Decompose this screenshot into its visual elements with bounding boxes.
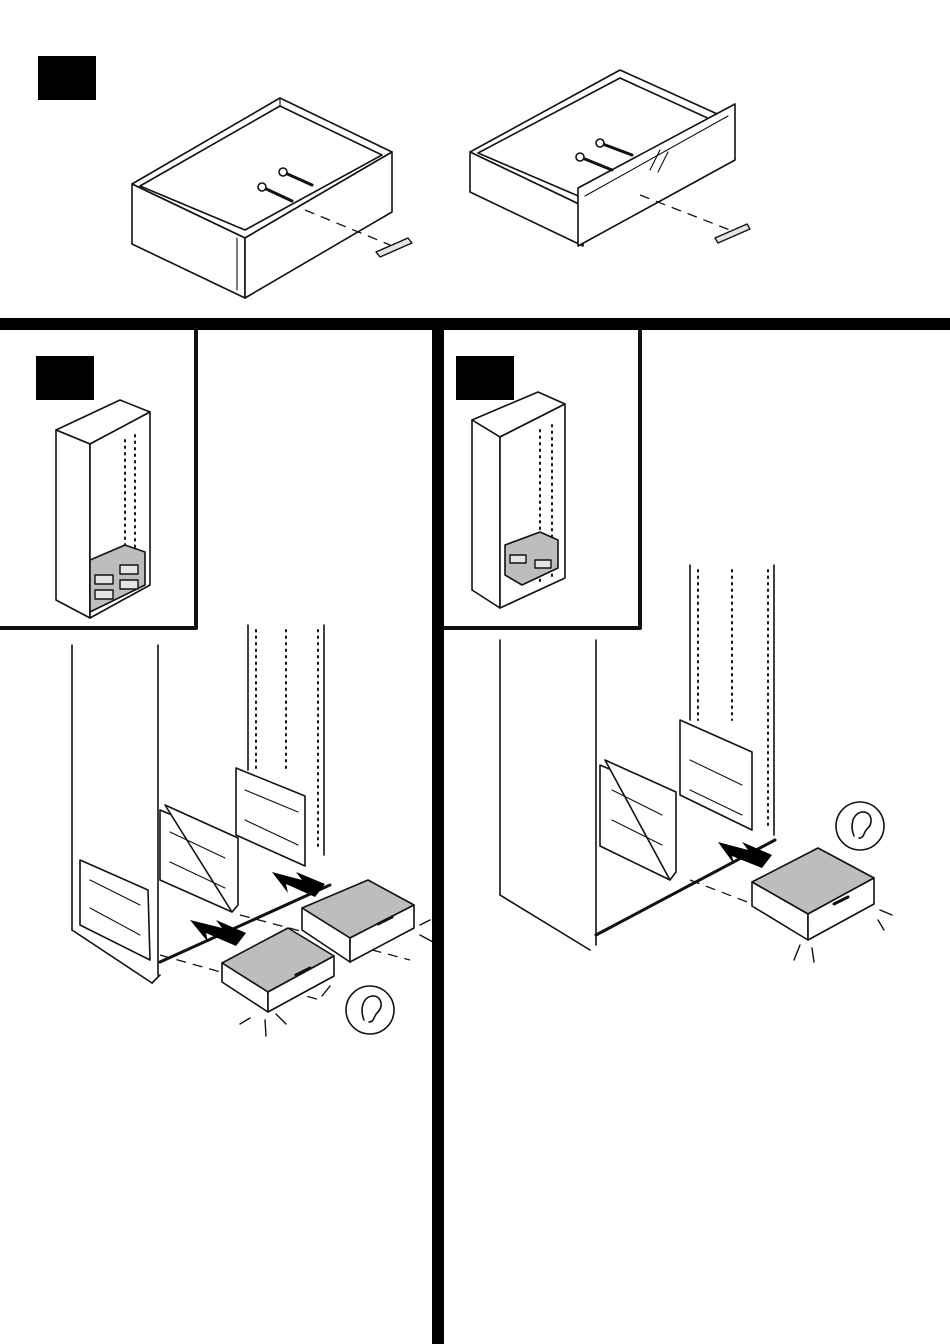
wardrobe-overview [472,392,565,608]
drawer-slide-rail [80,768,305,960]
drawer-box [752,848,874,940]
wardrobe-overview [56,400,150,618]
wardrobe-side-panel [500,640,596,950]
step-top [38,56,750,298]
drawer-box-right [470,70,750,246]
step-number-badge [38,56,96,100]
step-number-badge [36,356,94,400]
vertical-divider [432,318,444,1344]
step-number-badge [456,356,514,400]
step-left [0,330,433,1036]
ear-icon [836,802,884,850]
step-right [444,330,892,962]
ear-icon [346,986,394,1034]
horizontal-divider [0,318,950,330]
drawer-box-left [132,98,412,298]
